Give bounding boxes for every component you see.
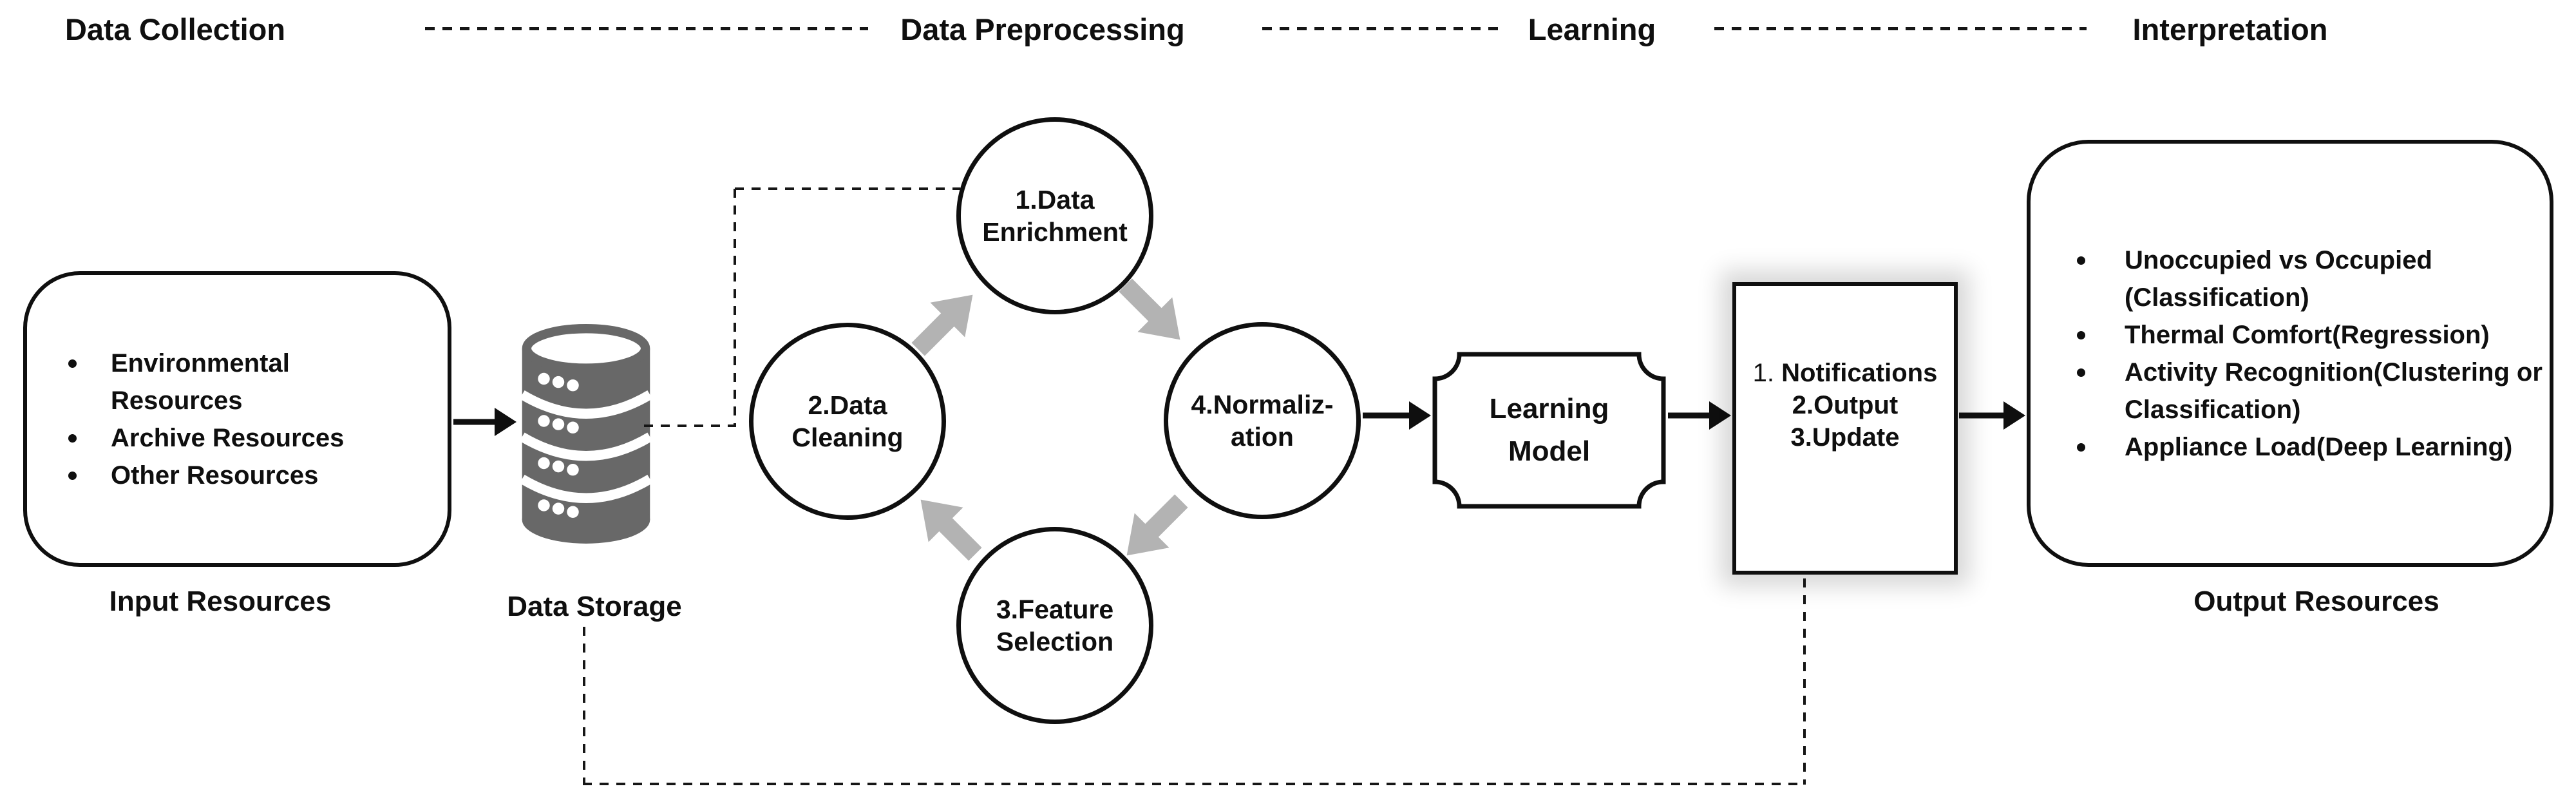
arrow-head [1709,401,1731,430]
list-item: Activity Recognition(Clustering or Class… [2072,354,2550,428]
learning-model-line: Learning [1489,393,1609,425]
dashed-feedback-down [1803,578,1806,785]
line-number: 2. [1792,391,1814,419]
notification-line: 1. Notifications [1753,357,1938,389]
cycle-step-label: Cleaning [791,423,904,452]
notifications-box: 1. Notifications 2.Output 3.Update [1732,282,1958,575]
arrow-head [2003,401,2025,430]
phase-label-data-preprocessing: Data Preprocessing [900,12,1185,46]
arrow-shaft [1959,412,2007,419]
list-item: Unoccupied vs Occupied (Classification) [2072,242,2550,316]
arrow-learning-to-notifications [1668,401,1731,430]
learning-model-line: Model [1508,435,1591,467]
output-resources-label: Output Resources [2193,586,2439,617]
line-text: Notifications [1781,359,1938,387]
list-item: Thermal Comfort(Regression) [2072,316,2550,354]
dashed-connector-storage-right [644,425,736,427]
cycle-step-label: 1.Data [1015,185,1095,215]
notification-line: 3.Update [1791,421,1900,453]
phase-divider-1 [425,27,868,30]
cycle-step-data-enrichment: 1.Data Enrichment [956,117,1153,314]
cycle-step-label: 2.Data [808,390,887,420]
arrow-cycle-to-learning-model [1363,401,1431,430]
cycle-step-label: 4.Normaliz- [1191,390,1334,419]
output-resources-list: Unoccupied vs Occupied (Classification) … [2031,242,2550,466]
dashed-connector-to-enrichment [735,187,960,190]
arrow-input-to-storage [453,408,516,436]
cycle-step-data-cleaning: 2.Data Cleaning [749,323,946,520]
dashed-feedback-across [583,783,1804,785]
learning-model-label: Learning Model [1432,352,1666,509]
arrow-head [495,408,516,436]
phase-label-data-collection: Data Collection [64,12,286,46]
cycle-arrow-selection-to-cleaning-icon [904,482,993,572]
input-resources-list: Environmental Resources Archive Resource… [27,345,398,494]
cycle-step-label: Enrichment [982,217,1128,247]
arrow-shaft [1668,412,1713,419]
line-text: Update [1812,423,1900,452]
cycle-step-label: 3.Feature [996,595,1114,624]
input-resources-label: Input Resources [109,586,332,617]
phase-label-interpretation: Interpretation [2132,12,2328,46]
phase-label-learning: Learning [1528,12,1656,46]
list-item: Archive Resources [63,419,398,457]
dashed-feedback-up-to-storage [583,627,585,785]
line-number: 1. [1752,359,1782,387]
arrow-shaft [1363,412,1413,419]
phase-divider-3 [1714,27,2087,30]
dashed-connector-storage-up [734,189,736,426]
cycle-step-label: ation [1231,422,1294,452]
phase-divider-2 [1262,27,1504,30]
arrow-head [1409,401,1431,430]
arrow-notifications-to-output [1959,401,2025,430]
cycle-step-label: Selection [996,627,1114,656]
cycle-step-normalization: 4.Normaliz- ation [1164,322,1361,519]
arrow-shaft [453,419,498,425]
line-number: 3. [1790,423,1812,452]
list-item: Environmental Resources [63,345,398,419]
learning-model-box: Learning Model [1432,352,1666,509]
data-storage-label: Data Storage [507,591,682,622]
learning-model-shape [1432,352,1666,509]
input-resources-box: Environmental Resources Archive Resource… [23,271,451,567]
output-resources-box: Unoccupied vs Occupied (Classification) … [2027,140,2553,567]
line-text: Output [1814,391,1899,419]
cycle-step-feature-selection: 3.Feature Selection [956,527,1153,724]
list-item: Appliance Load(Deep Learning) [2072,428,2550,466]
database-icon [518,323,654,551]
list-item: Other Resources [63,457,398,494]
notification-line: 2.Output [1792,389,1898,421]
